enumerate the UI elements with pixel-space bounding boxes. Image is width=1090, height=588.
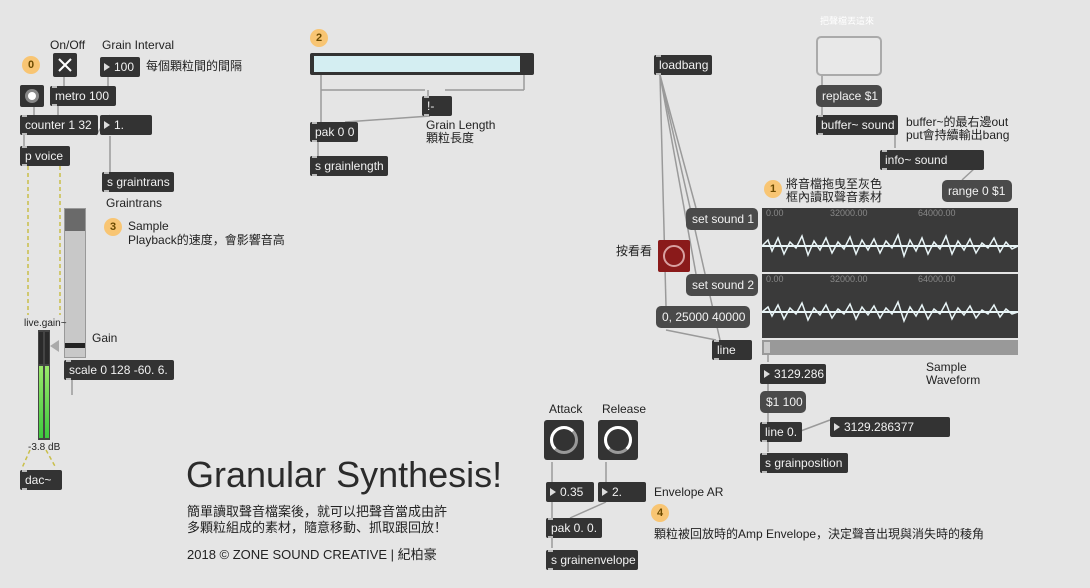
meter-left-level — [39, 366, 43, 438]
drop-zone-hint: 把聲檔丟這來 — [820, 16, 875, 26]
page-title: Granular Synthesis! — [186, 454, 503, 495]
waveform-ruler-1: 0.00 32000.00 64000.00 — [762, 208, 1018, 220]
pak-object[interactable]: pak 0 0 — [310, 122, 358, 142]
tick-0: 0.00 — [766, 208, 784, 218]
onoff-label: On/Off — [50, 38, 86, 52]
tick-64000-ch2: 64000.00 — [918, 274, 956, 284]
toggle-onoff[interactable] — [53, 53, 77, 77]
drag-hint-1: 將音檔拖曳至灰色 — [786, 177, 883, 191]
waveform-scrollbar[interactable] — [762, 340, 1018, 355]
loadbang-object[interactable]: loadbang — [654, 55, 712, 75]
ramp-100-message[interactable]: $1 100 — [760, 391, 806, 413]
live-gain-label: live.gain~ — [24, 318, 67, 329]
bang-button[interactable] — [20, 85, 44, 107]
gain-pointer-icon[interactable] — [50, 340, 59, 352]
ramp-message[interactable]: 0, 25000 40000 — [656, 306, 750, 328]
tick-32000: 32000.00 — [830, 208, 868, 218]
badge-4: 4 — [651, 504, 669, 522]
counter-object[interactable]: counter 1 32 — [20, 115, 98, 135]
set-sound-1-message[interactable]: set sound 1 — [686, 208, 758, 230]
position-number-2[interactable]: 3129.286377 — [830, 417, 950, 437]
not-minus-object[interactable]: !- — [422, 96, 452, 116]
db-readout: -3.8 dB — [28, 442, 61, 453]
envelope-ar-label: Envelope AR — [654, 485, 724, 499]
drop-file-zone[interactable] — [816, 36, 882, 76]
position-number-1[interactable]: 3129.286 — [760, 364, 826, 384]
pak-envelope-object[interactable]: pak 0. 0. — [546, 518, 602, 538]
release-number[interactable]: 2. — [598, 482, 646, 502]
s-graintrans-object[interactable]: s graintrans — [102, 172, 174, 192]
sample-waveform-label-2: Waveform — [926, 373, 981, 387]
grain-length-desc: 顆粒長度 — [426, 131, 475, 145]
set-sound-2-message[interactable]: set sound 2 — [686, 274, 758, 296]
badge-2: 2 — [310, 29, 328, 47]
metro-object[interactable]: metro 100 — [50, 86, 116, 106]
attack-label: Attack — [549, 402, 583, 416]
credit-line: 2018 © ZONE SOUND CREATIVE | 紀柏豪 — [187, 547, 437, 562]
buffer-note-2: put會持續輸出bang — [906, 128, 1010, 142]
meter-right-off — [45, 332, 49, 364]
waveform-ruler-2: 0.00 32000.00 64000.00 — [762, 274, 1018, 286]
badge-0: 0 — [22, 56, 40, 74]
waveform-2-graphic — [762, 300, 1018, 324]
badge-1: 1 — [764, 180, 782, 198]
tick-64000: 64000.00 — [918, 208, 956, 218]
grain-length-range — [314, 56, 520, 72]
buffer-note-1: buffer~的最右邊out — [906, 115, 1009, 129]
play-bang-ring — [663, 245, 685, 267]
envelope-desc: 顆粒被回放時的Amp Envelope，決定聲音出現與消失時的稜角 — [654, 527, 985, 541]
waveform-channel-1[interactable]: 0.00 32000.00 64000.00 — [762, 208, 1018, 272]
s-grainlength-object[interactable]: s grainlength — [310, 156, 388, 176]
line-object[interactable]: line — [712, 340, 752, 360]
release-label: Release — [602, 402, 647, 416]
try-it-label: 按看看 — [616, 244, 653, 258]
graintrans-label: Graintrans — [106, 196, 163, 210]
gain-label: Gain — [92, 331, 118, 345]
scale-object[interactable]: scale 0 128 -60. 6. — [64, 360, 174, 380]
info-object[interactable]: info~ sound — [880, 150, 984, 170]
gain-slider-thumb[interactable] — [65, 343, 85, 348]
sample-waveform-label-1: Sample — [926, 360, 967, 374]
release-dial-arc — [604, 426, 632, 454]
interval-number[interactable]: 100 — [100, 57, 140, 77]
play-bang-button[interactable] — [658, 240, 690, 272]
dac-object[interactable]: dac~ — [20, 470, 62, 490]
badge-3: 3 — [104, 218, 122, 236]
live-gain-meter[interactable] — [38, 330, 50, 440]
buffer-object[interactable]: buffer~ sound — [816, 115, 898, 135]
drag-hint-2: 框內讀取聲音素材 — [786, 190, 883, 204]
grain-interval-desc: 每個顆粒間的間隔 — [146, 59, 243, 73]
waveform-1-graphic — [762, 232, 1018, 259]
attack-dial-arc — [550, 426, 578, 454]
attack-dial[interactable] — [544, 420, 584, 460]
sample-playback-label-2: Playback的速度，會影響音高 — [128, 233, 285, 247]
grain-interval-label: Grain Interval — [102, 38, 175, 52]
s-grainenvelope-object[interactable]: s grainenvelope — [546, 550, 638, 570]
range-message[interactable]: range 0 $1 — [942, 180, 1012, 202]
gain-slider[interactable] — [64, 208, 86, 358]
release-dial[interactable] — [598, 420, 638, 460]
grain-length-slider[interactable] — [310, 53, 534, 75]
replace-message[interactable]: replace $1 — [816, 85, 882, 107]
line-0-object[interactable]: line 0. — [760, 422, 802, 442]
p-voice-object[interactable]: p voice — [20, 146, 70, 166]
grain-length-label: Grain Length — [426, 118, 496, 132]
waveform-channel-2[interactable]: 0.00 32000.00 64000.00 — [762, 274, 1018, 338]
close-icon — [58, 58, 72, 72]
title-desc-2: 多顆粒組成的素材，隨意移動、抓取跟回放！ — [187, 520, 448, 535]
tick-32000-ch2: 32000.00 — [830, 274, 868, 284]
gain-slider-top — [65, 209, 85, 231]
title-desc-1: 簡單讀取聲音檔案後，就可以把聲音當成由許 — [187, 504, 448, 519]
waveform-scroll-thumb[interactable] — [764, 342, 770, 353]
s-grainposition-object[interactable]: s grainposition — [760, 453, 848, 473]
sample-playback-label-1: Sample — [128, 219, 169, 233]
attack-number[interactable]: 0.35 — [546, 482, 594, 502]
graintrans-number[interactable]: 1. — [100, 115, 152, 135]
tick-0-ch2: 0.00 — [766, 274, 784, 284]
meter-right-level — [45, 366, 49, 438]
bang-dot — [28, 92, 36, 100]
meter-left-off — [39, 332, 43, 364]
